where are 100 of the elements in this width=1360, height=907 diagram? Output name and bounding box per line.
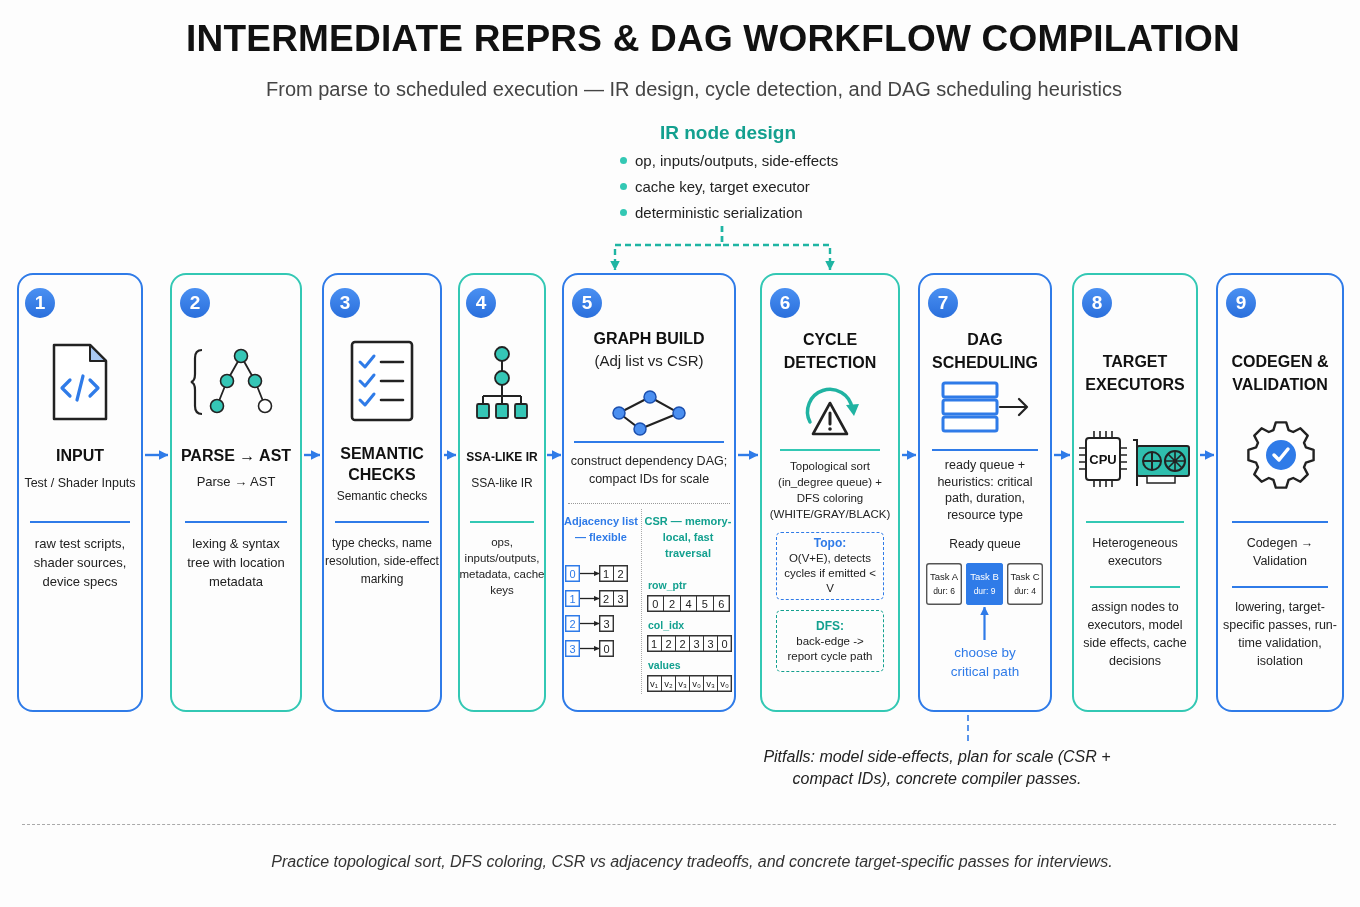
task-card <box>966 563 1003 605</box>
step-number: 3 <box>330 288 360 318</box>
array-cell: 6 <box>712 595 729 612</box>
step-card <box>458 273 546 712</box>
step-card <box>760 273 900 712</box>
step-number: 5 <box>572 288 602 318</box>
neighbor-id: 3 <box>613 590 627 607</box>
step-title: TARGET EXECUTORS <box>1084 352 1186 395</box>
array-label: row_ptr <box>648 579 687 592</box>
arrow <box>547 450 562 460</box>
array-label: values <box>648 659 681 672</box>
step-number: 6 <box>770 288 800 318</box>
task-duration: dur: 9 <box>973 586 996 597</box>
array-cell: 5 <box>696 595 713 612</box>
dashed-arrow <box>720 226 835 271</box>
arrow <box>444 450 457 460</box>
vertex-index: 2 <box>565 615 580 632</box>
array-cell: v₂ <box>661 675 675 692</box>
array-cell: 0 <box>717 635 731 652</box>
arrow <box>579 645 600 652</box>
neighbor-id: 3 <box>599 615 614 632</box>
note-label: DFS: <box>816 618 844 634</box>
step-card <box>1072 273 1198 712</box>
dashed-connector-line <box>967 714 969 744</box>
annotation-text: choose by critical path <box>940 643 1030 681</box>
step-subtitle: Parse → AST <box>196 473 276 491</box>
array-cell: v₃ <box>675 675 689 692</box>
note-text: O(V+E), detects cycles if emitted < V <box>783 551 877 596</box>
arrow <box>738 450 759 460</box>
step-card <box>1216 273 1344 712</box>
task-card <box>1007 563 1043 605</box>
step-card <box>170 273 302 712</box>
step-description: construct dependency DAG; compact IDs for scale <box>569 453 729 488</box>
arrow <box>304 450 321 460</box>
array-cell: 2 <box>663 595 680 612</box>
step-card <box>918 273 1052 712</box>
array-cell-text: v₁ <box>649 677 659 691</box>
step-card <box>322 273 442 712</box>
step-number: 1 <box>25 288 55 318</box>
task-name: Task C <box>1010 571 1040 582</box>
step-number: 7 <box>928 288 958 318</box>
step-number: 9 <box>1226 288 1256 318</box>
vertex-index: 3 <box>565 640 580 657</box>
step-subtitle: Test / Shader Inputs <box>24 475 136 492</box>
neighbor-id: 2 <box>613 565 627 582</box>
task-duration: dur: 4 <box>1014 586 1036 597</box>
task-name: Task B <box>970 571 999 582</box>
neighbor-list <box>599 590 628 607</box>
neighbor-id: 0 <box>599 640 614 657</box>
arrow <box>980 606 989 640</box>
neighbor-list <box>599 565 628 582</box>
step-title: GRAPH BUILD <box>593 329 705 349</box>
step-title: SSA-LIKE IR <box>466 449 538 465</box>
vertex-index: 0 <box>565 565 580 582</box>
array <box>647 595 730 612</box>
step-description: lowering, target-specific passes, run-time validation, isolation <box>1222 599 1338 670</box>
neighbor-id: 2 <box>601 591 611 607</box>
note-text: back-edge -> report cycle path <box>786 633 874 664</box>
arrow <box>1200 450 1215 460</box>
arrow <box>579 595 600 602</box>
title: INTERMEDIATE REPRS & DAG WORKFLOW COMPILATION <box>186 18 1240 60</box>
bullet-text: deterministic serialization <box>635 203 803 223</box>
step-card <box>17 273 143 712</box>
note-box <box>776 532 884 600</box>
step-description: lexing & syntax tree with location metadata <box>186 535 286 591</box>
vertex-index: 1 <box>565 590 580 607</box>
step-description: type checks, name resolution, side-effect marking <box>324 535 440 588</box>
step-number: 8 <box>1082 288 1112 318</box>
step-number: 4 <box>466 288 496 318</box>
task-duration: dur: 6 <box>933 586 955 597</box>
step-description: assign nodes to executors, model side effects, cache decisions <box>1082 599 1188 670</box>
step-card <box>562 273 736 712</box>
step-number: 2 <box>180 288 210 318</box>
task-card <box>926 563 962 605</box>
array-cell: 3 <box>689 635 703 652</box>
step-description: ops, inputs/outputs, metadata, cache keys <box>459 535 545 598</box>
step-title: SEMANTIC CHECKS <box>339 444 425 485</box>
array <box>647 635 732 652</box>
note-text: Pitfalls: model side-effects, plan for scale (CSR + compact IDs), concrete compiler passes. <box>762 746 1112 790</box>
array-label: col_idx <box>648 619 685 632</box>
arrow <box>902 450 917 460</box>
task-name: Task A <box>930 571 958 582</box>
note-label: Topo: <box>813 536 847 551</box>
array-cell: v₃ <box>703 675 717 692</box>
bullet-text: op, inputs/outputs, side-effects <box>635 151 839 171</box>
bullet-text: cache key, target executor <box>635 177 810 197</box>
step-subtitle: Codegen → Validation <box>1245 535 1315 570</box>
array-cell: v₀ <box>689 675 703 692</box>
array-cell: 2 <box>675 635 689 652</box>
section-heading: IR node design <box>659 121 797 145</box>
array-cell: 4 <box>679 595 697 612</box>
step-description: raw test scripts, shader sources, device specs <box>32 535 128 591</box>
step-title: CYCLE DETECTION <box>782 330 878 373</box>
caption: Practice topological sort, DFS coloring, CSR vs adjacency tradeoffs, and concrete target-specific passes for interviews. <box>271 853 1113 871</box>
step-subtitle: Heterogeneous executors <box>1091 535 1179 570</box>
section-label: Ready queue <box>949 536 1021 552</box>
step-description: Topological sort (in_degree queue) + DFS coloring (WHITE/GRAY/BLACK) <box>769 459 891 522</box>
array <box>647 675 732 692</box>
step-subtitle: (Adj list vs CSR) <box>594 351 704 371</box>
arrow <box>579 620 600 627</box>
